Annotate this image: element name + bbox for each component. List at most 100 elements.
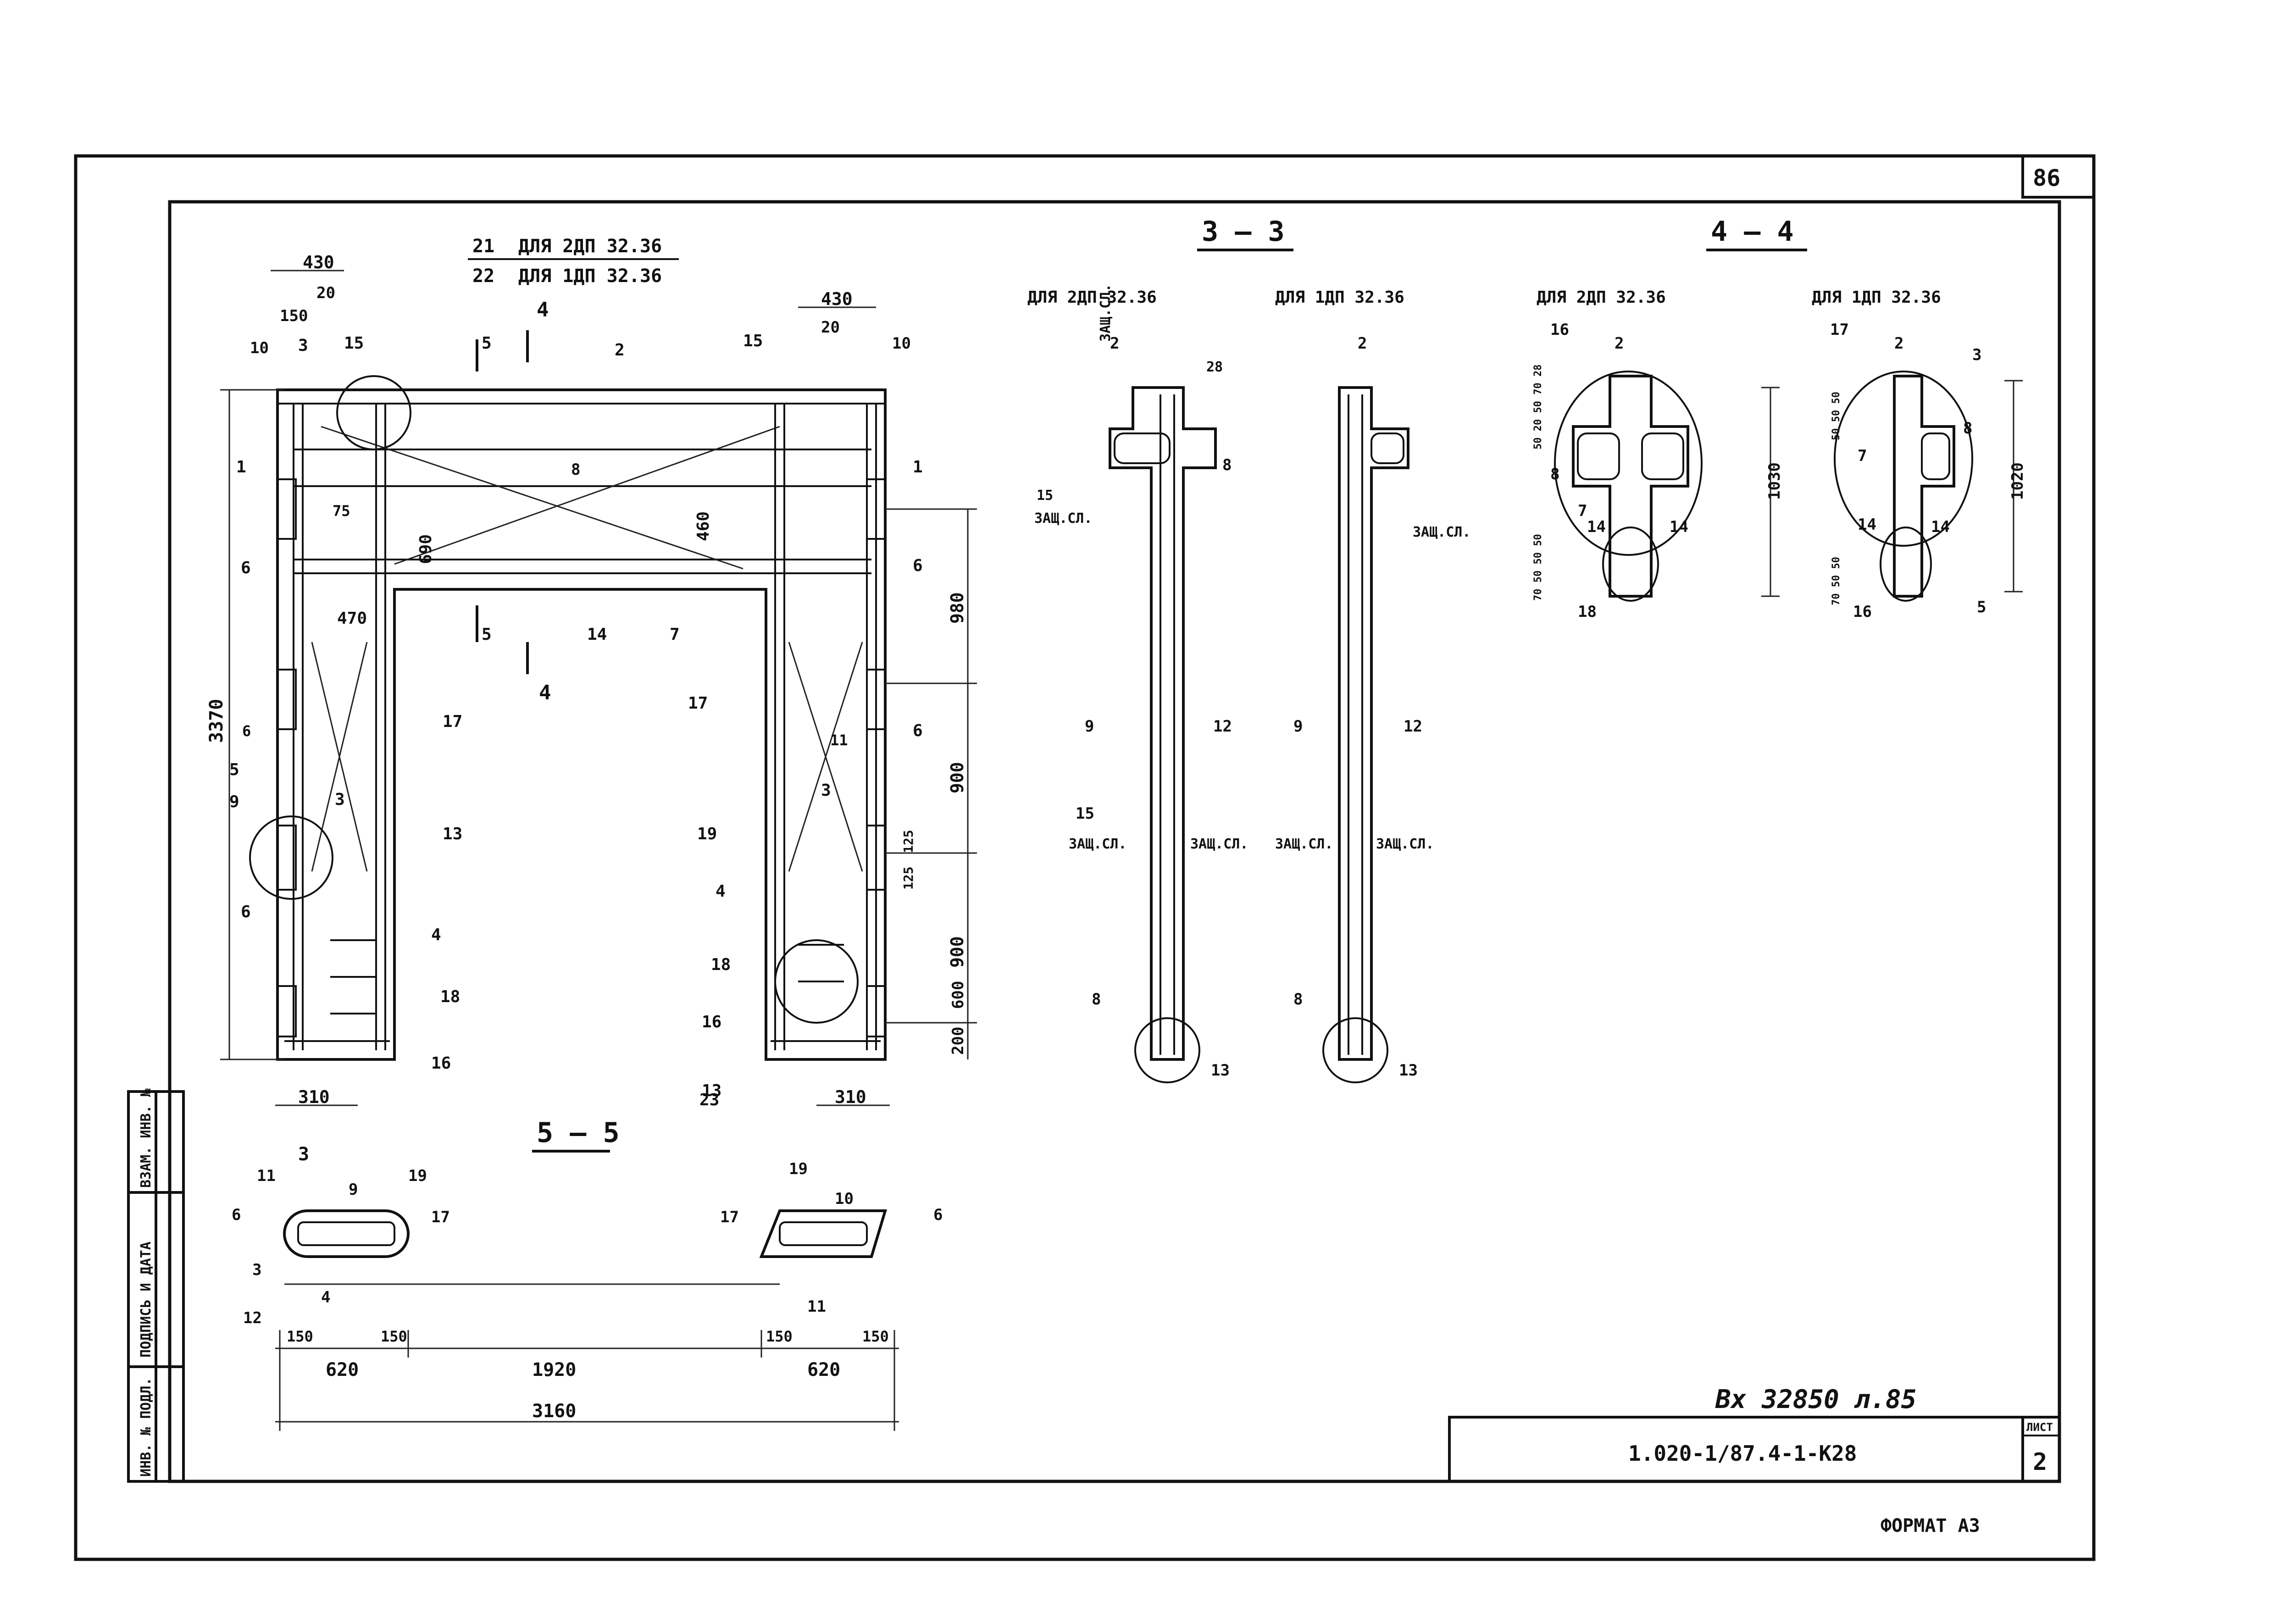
protective-layer-label: ЗАЩ.СЛ. <box>1098 284 1114 342</box>
dim-150-d: 150 <box>862 1328 889 1345</box>
pos-label: 16 <box>702 1013 721 1031</box>
dim-900-lower: 900 <box>947 936 967 968</box>
pos-label: 19 <box>789 1160 808 1178</box>
section-3-3: 3 — 3 ДЛЯ 2ДП 32.36 ДЛЯ 1ДП 32.36 ЗАЩ.СЛ… <box>1027 216 1470 1083</box>
pos-label: 10 <box>835 1190 854 1208</box>
pos-label: 15 <box>344 334 364 353</box>
pos-label: 12 <box>1213 717 1232 736</box>
pos-label: 4 <box>716 882 726 901</box>
dim-125-b: 125 <box>901 866 916 890</box>
main-portal-view: 21 ДЛЯ 2ДП 32.36 22 ДЛЯ 1ДП 32.36 430 43… <box>206 236 977 1165</box>
dim-980: 980 <box>947 592 967 624</box>
dim-15: 15 <box>1037 488 1053 504</box>
stamp-replaced-inv: ВЗАМ. ИНВ. № <box>138 1088 154 1188</box>
pos-label: 6 <box>241 903 251 921</box>
title-block: 1.020-1/87.4-1-К28 ЛИСТ 2 <box>1448 1416 2061 1483</box>
dim-620-right: 620 <box>807 1359 840 1380</box>
dim-20-right: 20 <box>821 318 840 337</box>
dim-3160: 3160 <box>532 1401 576 1422</box>
pos-label: 15 <box>743 332 763 350</box>
note-22-text: ДЛЯ 1ДП 32.36 <box>518 266 662 287</box>
pos-label: 17 <box>443 712 462 731</box>
outer-frame <box>74 154 2096 1561</box>
pos-label: 2 <box>1358 334 1367 353</box>
pos-label: 7 <box>670 625 680 644</box>
pos-label: 12 <box>243 1309 262 1327</box>
dim-10-right: 10 <box>892 334 911 353</box>
sheet-label: ЛИСТ <box>2026 1421 2053 1434</box>
pos-label: 3 <box>335 790 345 809</box>
section-3-3-title: 3 — 3 <box>1202 216 1285 248</box>
dim-150: 150 <box>280 307 308 325</box>
dim-150-c: 150 <box>766 1328 793 1345</box>
section-mark-5-left: 5 <box>229 760 239 779</box>
pos-label: 9 <box>349 1181 358 1199</box>
pos-label: 11 <box>830 732 848 749</box>
pos-label: 14 <box>1670 518 1688 536</box>
section-mark-3-bottom: 3 <box>298 1144 309 1165</box>
pos-label: 14 <box>1587 518 1606 536</box>
dim-620-left: 620 <box>326 1359 359 1380</box>
pos-label: 16 <box>431 1054 451 1073</box>
sheet-number: 86 <box>2033 165 2060 191</box>
pos-label: 9 <box>1293 717 1303 736</box>
pos-label: 13 <box>702 1081 721 1100</box>
pos-label: 9 <box>1085 717 1094 736</box>
pos-label: 16 <box>1853 603 1872 621</box>
pos-label: 6 <box>913 721 923 740</box>
pos-label: 9 <box>229 793 239 811</box>
section-4-4-subtitle-right: ДЛЯ 1ДП 32.36 <box>1812 288 1941 307</box>
protective-layer-label: ЗАЩ.СЛ. <box>1069 836 1126 852</box>
dim-460: 460 <box>694 511 713 541</box>
pos-label: 19 <box>697 825 717 843</box>
dim-310-left: 310 <box>298 1087 330 1107</box>
dims-small-right-top: 50 50 50 <box>1831 392 1842 440</box>
pos-label: 11 <box>257 1167 276 1185</box>
section-mark-4-top: 4 <box>537 298 549 321</box>
dim-75: 75 <box>333 502 350 520</box>
pos-label: 11 <box>807 1297 826 1316</box>
dim-1920: 1920 <box>532 1359 576 1380</box>
pos-label: 16 <box>1550 321 1569 339</box>
dim-690: 690 <box>416 534 435 564</box>
section-4-4-title: 4 — 4 <box>1711 216 1794 248</box>
pos-label: 3 <box>252 1261 261 1279</box>
stamp-signature-date: ПОДПИСЬ И ДАТА <box>138 1242 154 1358</box>
section-4-4-subtitle-left: ДЛЯ 2ДП 32.36 <box>1537 288 1666 307</box>
pos-label: 8 <box>571 460 580 479</box>
pos-label: 4 <box>431 926 441 944</box>
pos-label: 15 <box>1076 804 1094 823</box>
dim-150-b: 150 <box>381 1328 407 1345</box>
pos-label: 17 <box>720 1208 739 1226</box>
pos-label: 13 <box>1211 1061 1230 1080</box>
dim-430-left: 430 <box>303 252 334 272</box>
dim-3370: 3370 <box>206 699 227 743</box>
pos-label: 3 <box>1972 346 1981 364</box>
sheet-value: 2 <box>2033 1448 2047 1476</box>
protective-layer-label: ЗАЩ.СЛ. <box>1376 836 1434 852</box>
pos-label: 18 <box>440 987 460 1006</box>
dims-small-bottom: 70 50 50 50 <box>1532 534 1544 601</box>
pos-label: 2 <box>615 341 625 360</box>
dim-600: 600 <box>949 981 967 1009</box>
dim-20-left: 20 <box>316 284 335 302</box>
pos-label: 17 <box>688 694 708 713</box>
pos-label: 18 <box>1578 603 1597 621</box>
pos-label: 7 <box>1858 447 1867 465</box>
pos-label: 13 <box>443 825 462 843</box>
section-3-3-subtitle-right: ДЛЯ 1ДП 32.36 <box>1275 288 1404 307</box>
pos-label: 8 <box>1222 456 1232 474</box>
pos-label: 14 <box>587 625 607 644</box>
dim-28: 28 <box>1206 359 1223 375</box>
pos-label: 18 <box>711 955 731 974</box>
dim-310-right: 310 <box>835 1087 866 1107</box>
handwritten-inventory-number: Вх 32850 л.85 <box>1715 1385 1916 1414</box>
pos-label: 14 <box>1858 515 1876 534</box>
pos-label: 8 <box>1293 990 1303 1009</box>
dims-small-right-bottom: 70 50 50 <box>1831 557 1842 605</box>
protective-layer-label: ЗАЩ.СЛ. <box>1275 836 1333 852</box>
section-4-4: 4 — 4 ДЛЯ 2ДП 32.36 ДЛЯ 1ДП 32.36 1030 5… <box>1532 216 2027 621</box>
section-mark-4-bottom: 4 <box>539 681 551 704</box>
